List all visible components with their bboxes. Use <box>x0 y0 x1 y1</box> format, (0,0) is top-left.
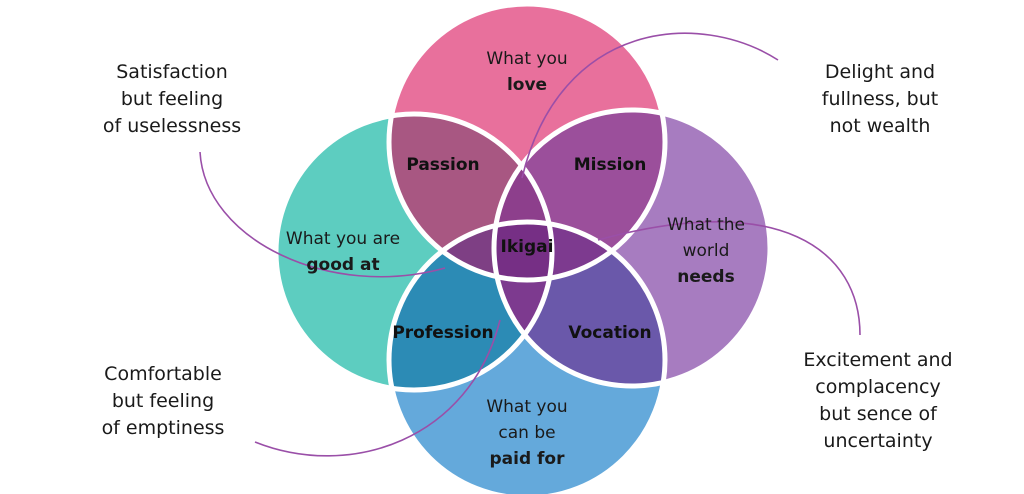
label-world-needs-line3: needs <box>677 267 734 287</box>
label-world-needs-line1: What the <box>667 215 745 235</box>
label-paid-for-line1: What you <box>486 397 567 417</box>
ring-paid-for <box>386 219 668 494</box>
note-top-right-line3: not wealth <box>830 115 931 137</box>
ring-world-needs <box>491 107 773 389</box>
label-love-line1: What you <box>486 49 567 69</box>
label-love-line2: love <box>507 75 547 95</box>
connector-bottom-left <box>254 319 501 457</box>
connector-bottom-right <box>597 220 861 336</box>
connector-top-left <box>199 151 446 278</box>
label-passion: Passion <box>406 155 479 175</box>
label-ikigai: Ikigai <box>501 237 554 257</box>
label-good-at-line2: good at <box>306 255 379 275</box>
note-top-left-line2: but feeling <box>121 88 223 110</box>
connector-top-right <box>521 32 779 179</box>
label-world-needs-line2: world <box>683 241 730 261</box>
label-vocation: Vocation <box>568 323 651 343</box>
note-bottom-left-line2: but feeling <box>112 390 214 412</box>
note-top-left-line1: Satisfaction <box>116 61 228 83</box>
note-bottom-left-line3: of emptiness <box>102 417 225 439</box>
note-bottom-left-line1: Comfortable <box>104 363 222 385</box>
note-top-right-line2: fullness, but <box>822 88 938 110</box>
note-bottom-right-line4: uncertainty <box>823 430 932 452</box>
label-good-at-line1: What you are <box>286 229 400 249</box>
ring-love <box>386 1 668 283</box>
note-bottom-right-line2: complacency <box>815 376 940 398</box>
note-bottom-right-line3: but sence of <box>819 403 938 425</box>
label-mission: Mission <box>574 155 647 175</box>
label-paid-for-line2: can be <box>498 423 555 443</box>
note-top-left-line3: of uselessness <box>103 115 241 137</box>
note-bottom-right-line1: Excitement and <box>803 349 952 371</box>
note-top-right-line1: Delight and <box>825 61 935 83</box>
label-profession: Profession <box>392 323 493 343</box>
label-paid-for-line3: paid for <box>489 449 565 469</box>
